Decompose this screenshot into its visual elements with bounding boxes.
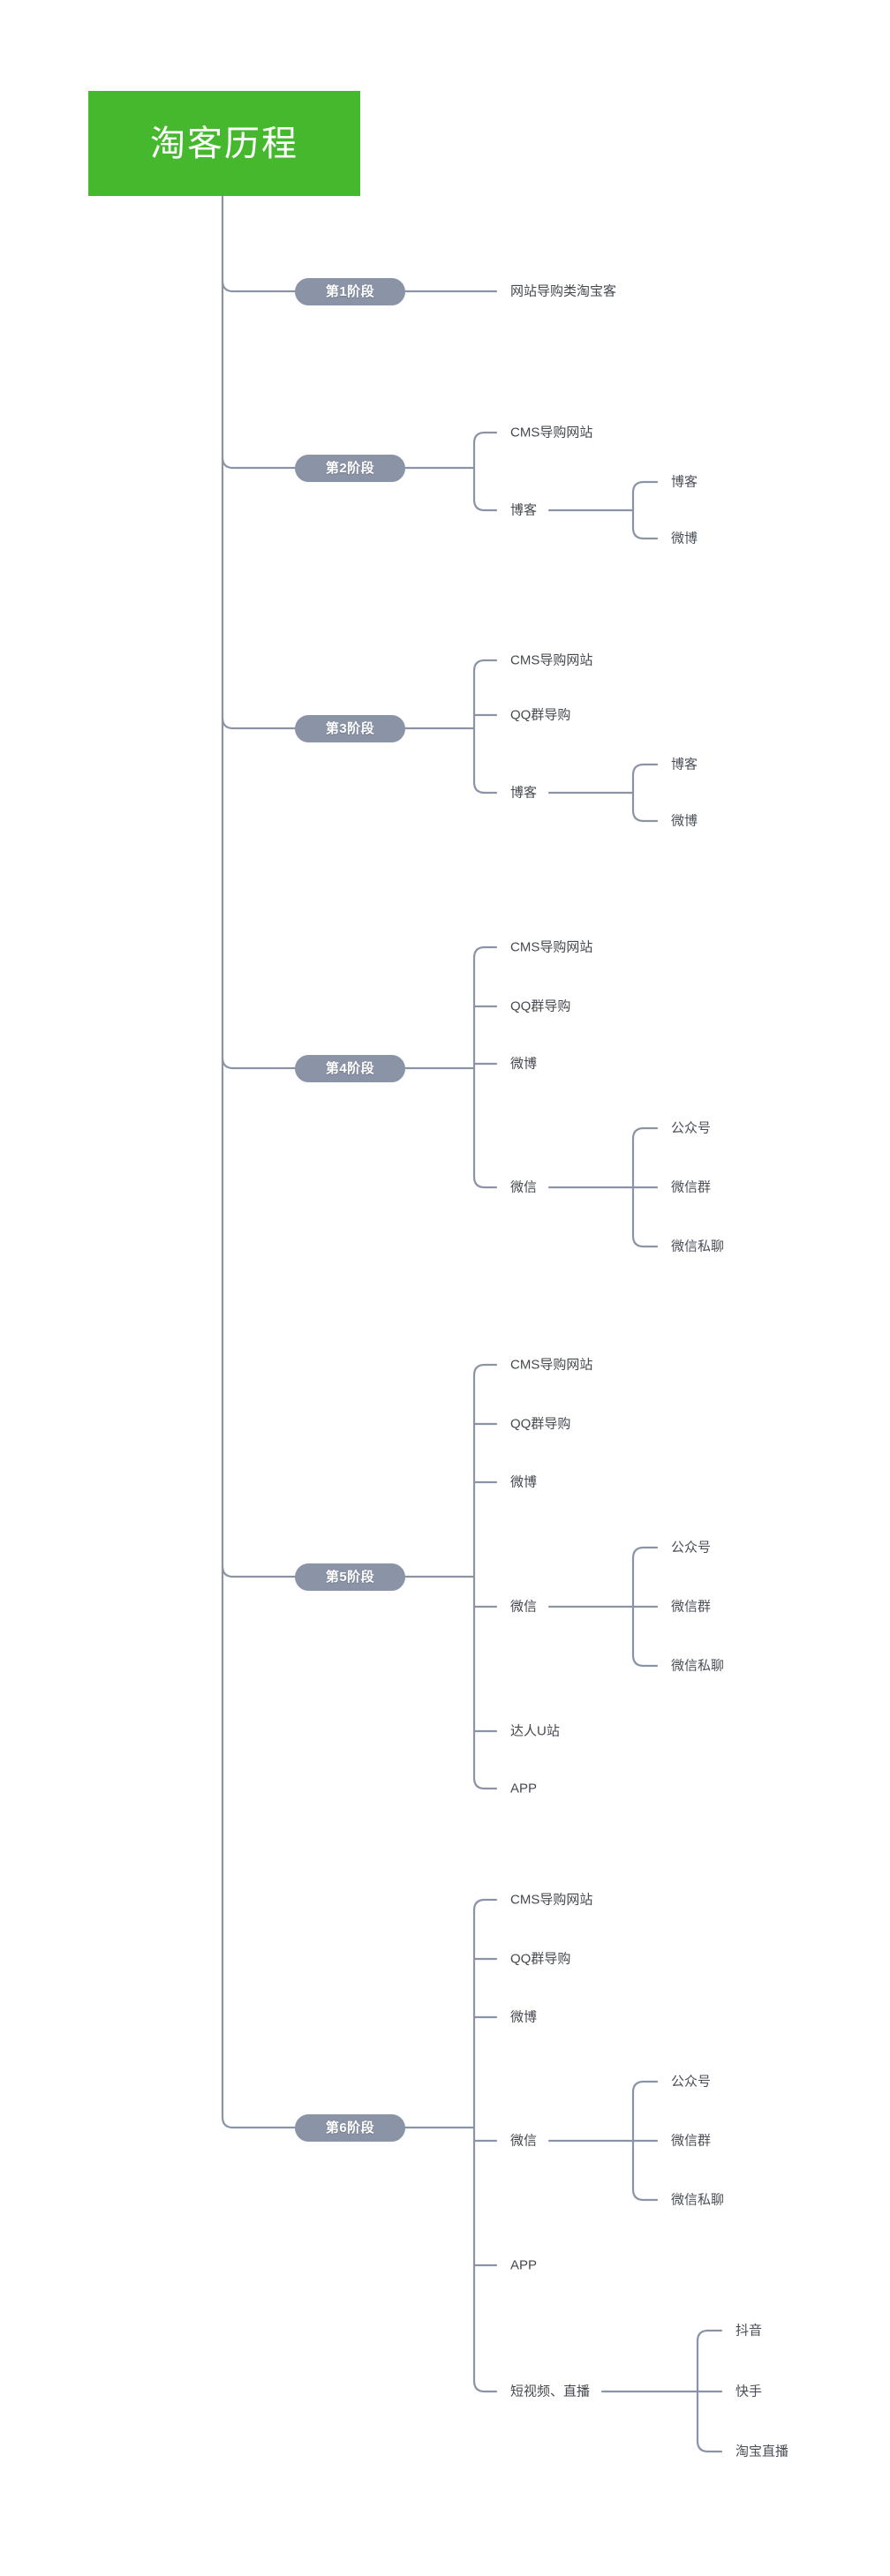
stage-node-4[interactable]: 第4阶段 — [295, 1054, 405, 1082]
sub-leaf-node[interactable]: 公众号 — [671, 2074, 712, 2090]
stage-node-label: 第5阶段 — [325, 1569, 375, 1585]
stage-node-6[interactable]: 第6阶段 — [295, 2113, 405, 2142]
stage-node-label: 第6阶段 — [325, 2120, 375, 2135]
leaf-node[interactable]: QQ群导购 — [510, 998, 571, 1014]
sub-leaf-node[interactable]: 微信私聊 — [671, 1239, 725, 1254]
leaf-node[interactable]: CMS导购网站 — [510, 652, 593, 668]
sub-leaf-node[interactable]: 抖音 — [735, 2323, 763, 2339]
leaf-node[interactable]: 微博 — [510, 1056, 538, 1072]
sub-leaf-node[interactable]: 公众号 — [671, 1120, 712, 1136]
sub-leaf-node[interactable]: 快手 — [735, 2384, 763, 2399]
stage-node-label: 第2阶段 — [325, 460, 375, 476]
sub-leaf-node[interactable]: 微信私聊 — [671, 1658, 725, 1674]
sub-leaf-node[interactable]: 淘宝直播 — [735, 2444, 789, 2459]
leaf-node[interactable]: APP — [510, 1781, 538, 1796]
sub-leaf-node[interactable]: 博客 — [671, 757, 698, 772]
leaf-node[interactable]: CMS导购网站 — [510, 1357, 593, 1373]
leaf-node[interactable]: APP — [510, 2257, 538, 2273]
leaf-node[interactable]: 微博 — [510, 2009, 538, 2025]
leaf-node[interactable]: 网站导购类淘宝客 — [510, 283, 617, 299]
leaf-node[interactable]: 微信 — [510, 1599, 538, 1615]
stage-node-2[interactable]: 第2阶段 — [295, 454, 405, 482]
leaf-node[interactable]: 达人U站 — [510, 1723, 560, 1739]
leaf-node[interactable]: CMS导购网站 — [510, 1892, 593, 1908]
sub-leaf-node[interactable]: 微博 — [671, 531, 698, 546]
leaf-node[interactable]: 微博 — [510, 1474, 538, 1490]
sub-leaf-node[interactable]: 微博 — [671, 813, 698, 829]
root-node-label: 淘客历程 — [150, 124, 298, 163]
leaf-node[interactable]: 微信 — [510, 2133, 538, 2149]
sub-leaf-node[interactable]: 微信群 — [671, 2133, 712, 2149]
stage-node-label: 第3阶段 — [325, 720, 375, 736]
sub-leaf-node[interactable]: 微信私聊 — [671, 2192, 725, 2208]
sub-leaf-node[interactable]: 公众号 — [671, 1540, 712, 1555]
stage-node-5[interactable]: 第5阶段 — [295, 1563, 405, 1591]
leaf-node[interactable]: QQ群导购 — [510, 1416, 571, 1432]
sub-leaf-node[interactable]: 博客 — [671, 474, 698, 490]
leaf-node[interactable]: QQ群导购 — [510, 707, 571, 723]
stage-node-label: 第1阶段 — [325, 283, 375, 299]
leaf-node[interactable]: QQ群导购 — [510, 1951, 571, 1967]
root-node[interactable]: 淘客历程 — [88, 91, 360, 196]
stage-node-label: 第4阶段 — [325, 1060, 375, 1076]
leaf-node[interactable]: CMS导购网站 — [510, 939, 593, 955]
leaf-node[interactable]: 博客 — [510, 785, 538, 801]
leaf-node[interactable]: 短视频、直播 — [510, 2384, 591, 2399]
stage-node-1[interactable]: 第1阶段 — [295, 277, 405, 305]
leaf-node[interactable]: 微信 — [510, 1179, 538, 1195]
sub-leaf-node[interactable]: 微信群 — [671, 1179, 712, 1195]
sub-leaf-node[interactable]: 微信群 — [671, 1599, 712, 1615]
leaf-node[interactable]: 博客 — [510, 502, 538, 518]
leaf-node[interactable]: CMS导购网站 — [510, 425, 593, 441]
stage-node-3[interactable]: 第3阶段 — [295, 714, 405, 742]
